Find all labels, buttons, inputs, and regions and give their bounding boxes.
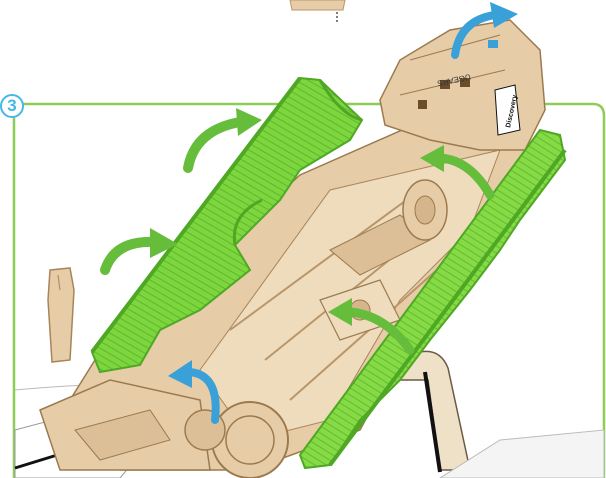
loose-piece-top [290, 0, 345, 22]
step-number-badge: 3 [0, 94, 24, 118]
left-post [48, 268, 74, 362]
